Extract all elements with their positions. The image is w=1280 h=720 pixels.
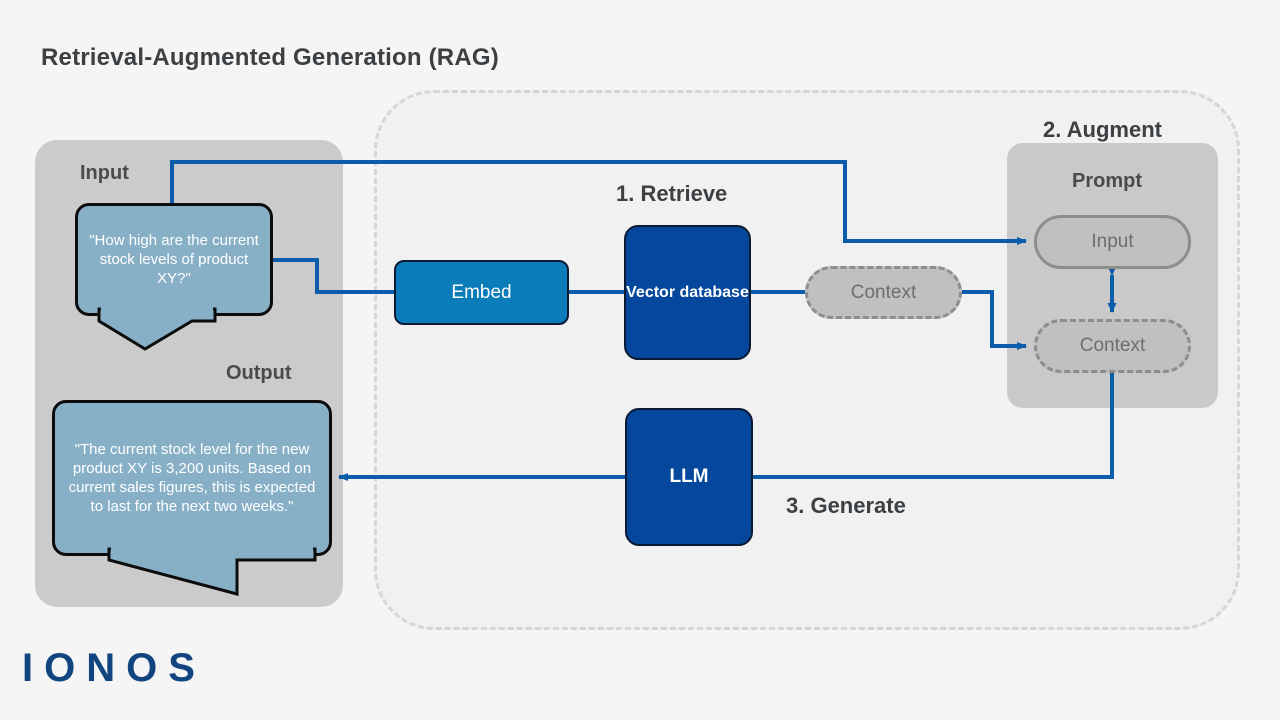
input-speech-bubble: "How high are the current stock levels o… [75, 203, 273, 351]
step-retrieve-label: 1. Retrieve [616, 181, 728, 206]
output-bubble-text: "The current stock level for the new pro… [68, 440, 316, 516]
pill-prompt-context[interactable]: Context [1034, 319, 1191, 373]
pill-prompt-input[interactable]: Input [1034, 215, 1191, 269]
node-llm[interactable]: LLM [625, 408, 753, 546]
step-augment-label: 2. Augment [1043, 117, 1162, 142]
input-bubble-tail [97, 307, 217, 351]
node-embed[interactable]: Embed [394, 260, 569, 325]
prompt-label: Prompt [1072, 170, 1142, 192]
input-bubble-text: "How high are the current stock levels o… [89, 231, 259, 288]
page-title: Retrieval-Augmented Generation (RAG) [41, 44, 499, 71]
output-label: Output [226, 362, 292, 384]
node-vector-database-label: Vector database [626, 283, 749, 301]
pill-context-retrieved[interactable]: Context [805, 266, 962, 319]
node-vector-database[interactable]: Vector database [624, 225, 751, 360]
ionos-logo: IONOS [22, 646, 206, 690]
pill-prompt-input-label: Input [1091, 231, 1134, 252]
node-embed-label: Embed [451, 281, 512, 303]
input-label: Input [80, 162, 129, 184]
pill-prompt-context-label: Context [1079, 335, 1146, 356]
output-speech-bubble: "The current stock level for the new pro… [52, 400, 332, 596]
step-generate-label: 3. Generate [786, 493, 906, 518]
node-llm-label: LLM [669, 466, 709, 487]
pill-context-retrieved-label: Context [850, 281, 917, 303]
output-bubble-tail [107, 547, 317, 596]
output-bubble-body: "The current stock level for the new pro… [52, 400, 332, 556]
input-bubble-body: "How high are the current stock levels o… [75, 203, 273, 316]
